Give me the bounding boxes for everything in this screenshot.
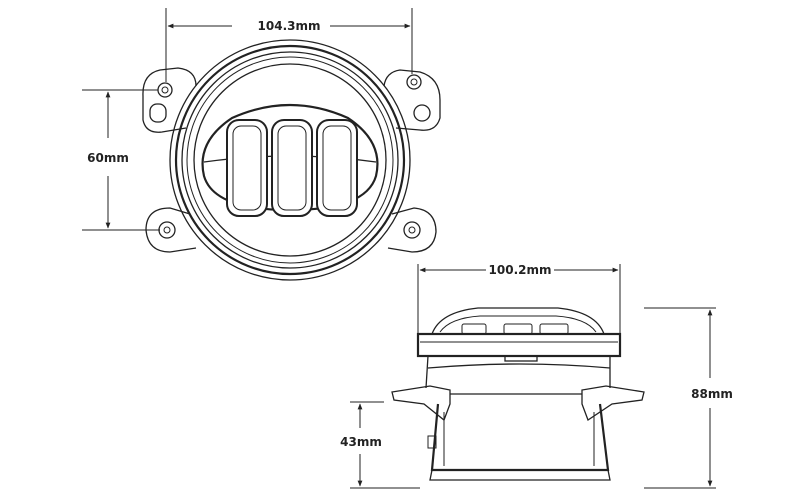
dimension-side-total-depth: 88mm <box>644 307 733 489</box>
dimension-label-side-width: 100.2mm <box>489 263 552 277</box>
side-housing-body <box>425 355 611 389</box>
side-lens-dome <box>431 307 605 335</box>
dimension-front-width: 104.3mm <box>165 8 413 82</box>
front-view: 104.3mm 60mm <box>82 8 441 281</box>
dimension-front-mount-spacing: 60mm <box>82 89 160 231</box>
side-bracket-left <box>391 385 451 422</box>
led-lens-left <box>226 119 268 217</box>
side-bezel <box>416 332 622 358</box>
dimension-label-rear-depth: 43mm <box>340 435 382 449</box>
side-rear-housing <box>430 403 610 472</box>
housing-rings <box>169 39 411 281</box>
led-lens-pods <box>226 119 358 217</box>
side-view: 100.2mm 88mm 43mm <box>340 263 733 489</box>
dimension-side-rear-depth: 43mm <box>340 401 420 489</box>
mounting-ear-bottom-right <box>387 207 437 253</box>
dimension-side-width: 100.2mm <box>417 263 621 334</box>
dimension-label-total-depth: 88mm <box>691 387 733 401</box>
side-led-bumps <box>461 323 569 335</box>
side-bracket-right <box>581 385 645 421</box>
led-lens-center <box>271 119 313 217</box>
led-lens-right <box>316 119 358 217</box>
mounting-ear-top-right <box>383 69 441 131</box>
dimension-label-front-width: 104.3mm <box>258 19 321 33</box>
dimension-label-mount-spacing: 60mm <box>87 151 129 165</box>
